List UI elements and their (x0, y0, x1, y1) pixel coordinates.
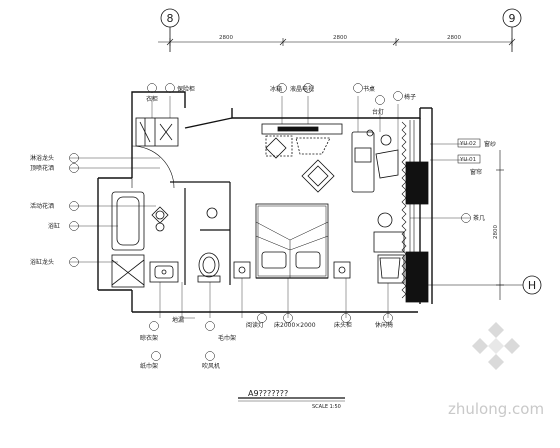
grid-axis-9-label: 9 (509, 12, 516, 25)
label-lcd-tv: 液晶电视 (290, 85, 314, 93)
label-tub-faucet: 浴缸龙头 (30, 258, 54, 266)
curtain-box-upper (405, 161, 429, 205)
wardrobe-unit (135, 117, 179, 147)
bedside-tables (233, 261, 351, 279)
curtain-box-lower (405, 251, 429, 303)
title-underline (238, 397, 345, 402)
label-desk-lamp: 台灯 (372, 108, 384, 116)
watermark-logo-icon (472, 322, 520, 370)
tag-gd01: YU 01 (459, 157, 476, 163)
basin-counter (149, 261, 179, 283)
label-bedside-cabinet: 床头柜 (334, 321, 352, 329)
tv-cabinet (261, 123, 343, 157)
label-safe: 保险柜 (177, 85, 195, 93)
label-hand-shower: 活动花洒 (30, 202, 54, 210)
label-bath-faucet: 淋浴龙头 (30, 154, 54, 162)
tag-gd02: YU 02 (459, 141, 476, 147)
desk-set (351, 129, 399, 193)
entry-door (131, 145, 175, 189)
label-hand-dryer: 吹风机 (202, 362, 220, 370)
label-chair: 椅子 (404, 93, 416, 101)
shower-fixtures (151, 206, 218, 232)
bathtub (111, 191, 145, 288)
decor-diamonds (265, 137, 335, 193)
grid-axis-h (420, 275, 542, 295)
dim-top-3: 2800 (447, 35, 461, 41)
grid-axis-8-label: 8 (167, 12, 174, 25)
label-bubbles (69, 83, 481, 361)
drawing-scale: SCALE 1:50 (312, 404, 341, 410)
right-dimension-line (496, 150, 504, 300)
dim-top-2: 2800 (333, 35, 347, 41)
label-bathtub: 浴缸 (48, 222, 60, 230)
exterior-walls (97, 91, 433, 313)
label-fridge: 冰箱 (270, 85, 282, 93)
drawing-title: A9??????? (248, 389, 288, 398)
watermark-text: zhulong.com (448, 400, 544, 418)
top-dimension-line (158, 38, 516, 46)
label-bed: 床2000×2000 (274, 321, 316, 329)
dim-top-1: 2800 (219, 35, 233, 41)
label-curtain-1: 窗纱 (484, 140, 496, 148)
toilet (197, 252, 221, 283)
grid-axis-h-label: H (528, 279, 536, 292)
lounge-set (373, 212, 405, 284)
bed (255, 203, 329, 279)
bathroom-walls (170, 181, 231, 285)
label-basin: 地漏 (172, 316, 184, 324)
label-reading-lamp: 阅读灯 (246, 321, 264, 329)
label-lounge-chair: 休闲椅 (375, 321, 393, 329)
label-side-table: 茶几 (473, 214, 485, 222)
label-hanger: 晾衣架 (140, 334, 158, 342)
label-wardrobe: 衣柜 (146, 95, 158, 103)
label-rain-shower: 顶喷花洒 (30, 164, 54, 172)
label-desk: 书桌 (363, 85, 375, 93)
leader-lines (70, 96, 470, 319)
label-curtain-2: 窗帘 (470, 168, 482, 176)
label-toilet: 毛巾架 (218, 334, 236, 342)
dim-right: 2800 (493, 225, 499, 239)
label-cup-holder: 纸巾架 (140, 362, 158, 370)
